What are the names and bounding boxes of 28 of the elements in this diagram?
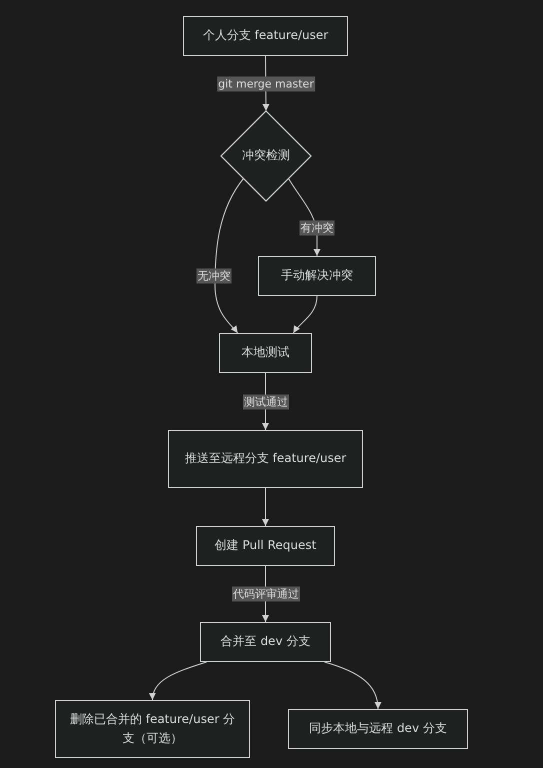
process-box	[258, 256, 376, 296]
edge-label: 无冲突	[196, 268, 232, 284]
process-box	[200, 622, 331, 662]
process-box	[183, 16, 348, 56]
node-label: 推送至远程分支 feature/user	[184, 450, 346, 468]
arrow	[324, 662, 382, 710]
node-label: 合并至 dev 分支	[220, 633, 310, 650]
node-label: 个人分支 feature/user	[202, 27, 328, 44]
node-label: 本地测试	[242, 344, 290, 362]
process-box	[288, 709, 468, 749]
edge-label: 代码评审通过	[232, 586, 300, 602]
node-label: 创建 Pull Request	[214, 537, 316, 554]
edge-label: 有冲突	[300, 220, 334, 236]
process-box	[55, 700, 250, 758]
node-label: 同步本地与远程 dev 分支	[309, 720, 447, 738]
arrow	[292, 296, 318, 334]
arrow	[262, 488, 269, 526]
node-label: 手动解决冲突	[281, 267, 353, 284]
edge-label: git merge master	[217, 76, 315, 92]
edge-label: 测试通过	[243, 394, 289, 410]
node-label: 删除已合并的 feature/user 分支（可选）	[68, 710, 236, 747]
arrow	[214, 178, 244, 334]
node-label: 冲突检测	[242, 147, 290, 164]
process-box	[168, 430, 363, 488]
decision-diamond	[221, 111, 311, 201]
arrow	[150, 662, 208, 700]
process-box	[219, 333, 312, 373]
process-box	[196, 526, 335, 566]
